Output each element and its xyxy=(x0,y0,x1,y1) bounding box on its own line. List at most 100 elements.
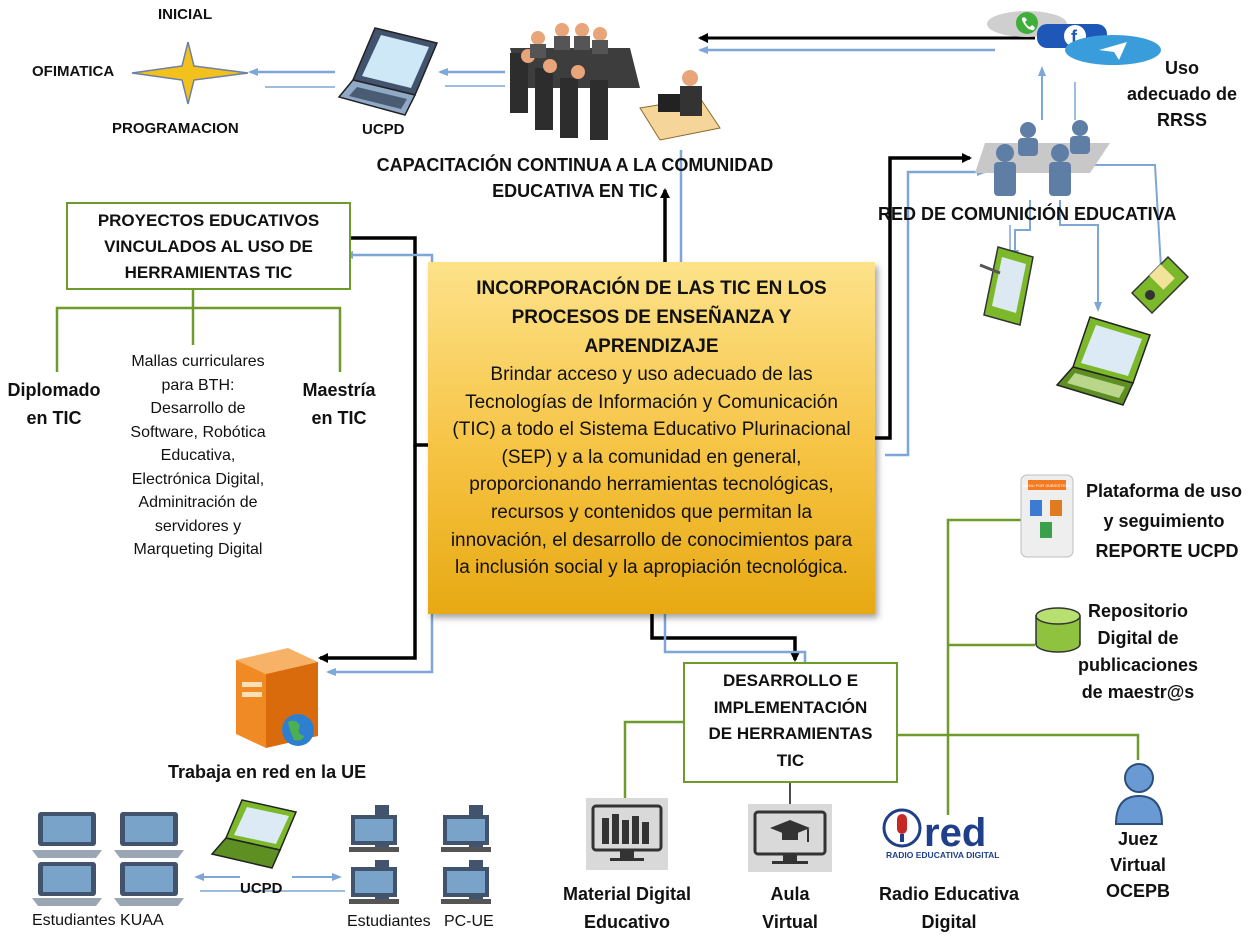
graduation-monitor-icon xyxy=(748,804,832,872)
plataforma-line: REPORTE UCPD xyxy=(1095,541,1239,561)
diplomado-label: Diplomado en TIC xyxy=(0,376,108,432)
mallas-line: Desarrollo de xyxy=(150,400,246,417)
laptop-icon xyxy=(32,812,102,858)
radio-label: Radio Educativa Digital xyxy=(866,880,1032,936)
central-body-line: Tecnologías de Información y Comunicació… xyxy=(465,391,838,413)
network-people-icon xyxy=(975,120,1110,196)
database-icon xyxy=(1035,607,1081,653)
maestria-line: Maestría xyxy=(302,380,376,400)
aula-label: Aula Virtual xyxy=(742,880,838,936)
material-line: Educativo xyxy=(583,912,671,932)
desktop-pc-icon xyxy=(349,860,399,904)
radio-line: Radio Educativa xyxy=(878,884,1020,904)
mallas-line: Mallas curriculares xyxy=(131,353,265,370)
radio-logo-sub: RADIO EDUCATIVA DIGITAL xyxy=(886,850,999,860)
juez-line: OCEPB xyxy=(1105,881,1170,901)
mallas-line: Marqueting Digital xyxy=(133,541,263,558)
central-body-line: (SEP) y a la comunidad en general, xyxy=(501,446,802,468)
central-title-line: INCORPORACIÓN DE LAS TIC EN LOS xyxy=(476,278,827,299)
trabaja-label: Trabaja en red en la UE xyxy=(168,762,367,782)
proyectos-box: PROYECTOS EDUCATIVOS VINCULADOS AL USO D… xyxy=(66,202,351,290)
svg-text:f: f xyxy=(1071,27,1078,47)
maestria-line: en TIC xyxy=(311,408,367,428)
plataforma-label: Plataforma de uso y seguimiento REPORTE … xyxy=(1074,476,1254,566)
radio-logo-text: red xyxy=(924,811,986,855)
mallas-line: Educativa, xyxy=(160,447,236,464)
capacitacion-label: CAPACITACIÓN CONTINUA A LA COMUNIDAD EDU… xyxy=(342,152,808,204)
central-body-line: recursos y contenidos que permitan la xyxy=(490,501,813,523)
juez-line: Virtual xyxy=(1110,855,1166,875)
material-label: Material Digital Educativo xyxy=(548,880,706,936)
repositorio-label: Repositorio Digital de publicaciones de … xyxy=(1058,598,1218,706)
globe-icon xyxy=(282,714,314,746)
capacitacion-line: CAPACITACIÓN CONTINUA A LA COMUNIDAD xyxy=(376,155,774,175)
central-body-line: innovación, el desarrollo de conocimient… xyxy=(450,529,853,551)
desktop-pc-icon xyxy=(349,805,399,852)
label-ucpd-top: UCPD xyxy=(362,121,405,138)
red-comunicacion-label: RED DE COMUNICIÓN EDUCATIVA xyxy=(878,204,1177,224)
label-ofimatica: OFIMATICA xyxy=(32,63,115,80)
laptops-kuaa xyxy=(32,812,184,906)
diplomado-line: Diplomado xyxy=(7,380,101,400)
central-title-line: APRENDIZAJE xyxy=(584,336,719,357)
mallas-line: servidores y xyxy=(154,517,242,535)
central-body-line: la inclusión social y la apropiación tec… xyxy=(455,557,848,579)
desarrollo-box: DESARROLLO E IMPLEMENTACIÓN DE HERRAMIEN… xyxy=(683,662,898,783)
central-title-line: PROCESOS DE ENSEÑANZA Y xyxy=(511,307,792,328)
laptop-icon xyxy=(114,862,184,906)
laptop-icon xyxy=(1055,316,1151,406)
rrss-line: RRSS xyxy=(1156,110,1207,130)
mallas-line: Software, Robótica xyxy=(130,423,266,441)
central-body-line: (TIC) a todo el Sistema Educativo Plurin… xyxy=(452,419,851,441)
capacitacion-line: EDUCATIVA EN TIC xyxy=(492,181,658,201)
label-programacion: PROGRAMACION xyxy=(112,120,239,137)
telegram-icon xyxy=(1065,35,1161,65)
aula-line: Virtual xyxy=(762,912,818,932)
aula-line: Aula xyxy=(770,884,810,904)
estudiantes-kuaa-label: Estudiantes KUAA xyxy=(32,912,164,929)
maestria-label: Maestría en TIC xyxy=(285,376,393,432)
laptop-icon xyxy=(32,862,102,906)
star-compass-icon xyxy=(131,41,249,105)
mallas-line: Adminitración de xyxy=(138,494,258,511)
mallas-line: Electrónica Digital, xyxy=(131,470,265,488)
rrss-label: Uso adecuado de RRSS xyxy=(1112,55,1252,133)
laptop-icon xyxy=(210,799,298,869)
radio-line: Digital xyxy=(921,912,977,932)
desarrollo-title-line: IMPLEMENTACIÓN xyxy=(713,697,868,717)
plataforma-line: y seguimiento xyxy=(1103,511,1225,531)
desktop-pc-icon xyxy=(441,860,491,904)
central-box: INCORPORACIÓN DE LAS TIC EN LOS PROCESOS… xyxy=(428,262,875,614)
proyectos-title-line: PROYECTOS EDUCATIVOS xyxy=(97,211,320,230)
desktop-pcs xyxy=(349,805,491,904)
phone-icon xyxy=(1130,255,1190,315)
proyectos-title-line: VINCULADOS AL USO DE xyxy=(104,237,313,256)
server-icon xyxy=(236,648,318,748)
estudiantes-pc-label: Estudiantes PC-UE xyxy=(347,913,494,930)
tablet-header: MENU POR SUBSISTEMA xyxy=(1023,483,1072,488)
tablet-icon: MENU POR SUBSISTEMA xyxy=(1020,474,1074,558)
desarrollo-title-line: DESARROLLO E xyxy=(722,671,859,690)
laptop-icon xyxy=(337,27,439,116)
meeting-people-icon xyxy=(510,23,721,141)
desarrollo-title-line: TIC xyxy=(776,750,805,770)
label-ucpd-bottom: UCPD xyxy=(240,880,283,897)
repositorio-line: de maestr@s xyxy=(1081,682,1195,702)
desarrollo-title-line: DE HERRAMIENTAS xyxy=(708,724,873,743)
user-icon xyxy=(1114,763,1164,825)
books-monitor-icon xyxy=(586,798,668,870)
mallas-label: Mallas curriculares para BTH: Desarrollo… xyxy=(104,350,292,562)
repositorio-line: Repositorio xyxy=(1087,601,1188,621)
radio-logo-icon: red RADIO EDUCATIVA DIGITAL xyxy=(882,808,999,860)
label-inicial: INICIAL xyxy=(158,6,213,23)
juez-line: Juez xyxy=(1117,829,1159,849)
laptop-icon xyxy=(114,812,184,858)
rrss-line: adecuado de xyxy=(1126,84,1238,104)
material-line: Material Digital xyxy=(562,884,692,904)
desktop-pc-icon xyxy=(441,805,491,852)
repositorio-line: publicaciones xyxy=(1077,655,1199,675)
juez-label: Juez Virtual OCEPB xyxy=(1088,826,1188,904)
phone-icon xyxy=(979,246,1034,326)
rrss-line: Uso xyxy=(1164,58,1199,78)
